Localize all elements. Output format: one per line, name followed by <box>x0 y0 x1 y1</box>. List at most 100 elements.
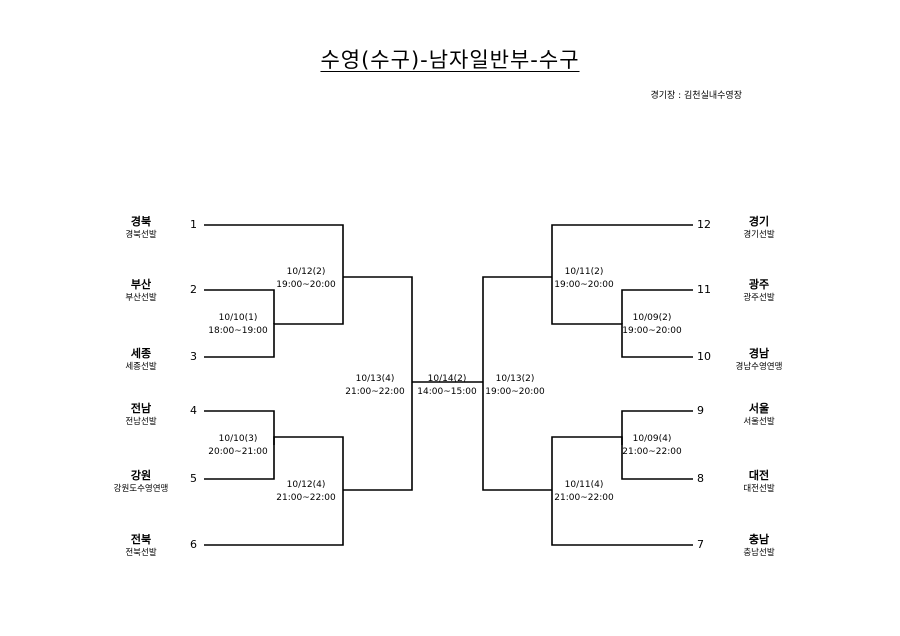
match-time: 21:00~22:00 <box>345 387 405 397</box>
bracket-line-seed5 <box>204 436 344 490</box>
team-right-12: 경기 경기선발 <box>714 215 804 241</box>
final-match-label: 10/14(2) 14:00~15:00 <box>402 373 492 399</box>
match-date: 10/13(2) <box>495 374 535 384</box>
team-right-7: 충남 충남선발 <box>714 533 804 559</box>
bracket-line-left-top-semi <box>343 276 413 382</box>
team-sub: 광주선발 <box>743 293 775 303</box>
seed-number: 1 <box>190 218 197 231</box>
seed-number: 4 <box>190 404 197 417</box>
match-time: 18:00~19:00 <box>208 326 268 336</box>
match-date: 10/13(4) <box>355 374 395 384</box>
team-name: 부산 <box>130 278 152 291</box>
bracket-line-right-top-semi <box>482 276 552 382</box>
match-label: 10/09(4) 21:00~22:00 <box>607 433 697 459</box>
match-time: 21:00~22:00 <box>554 493 614 503</box>
match-date: 10/10(1) <box>218 313 258 323</box>
team-name: 세종 <box>130 347 152 360</box>
team-left-2: 부산 부산선발 <box>96 278 186 304</box>
seed-number: 9 <box>697 404 704 417</box>
team-name: 경북 <box>130 215 152 228</box>
seed-number: 8 <box>697 472 704 485</box>
bracket-line-seed3 <box>204 277 344 358</box>
bracket-line-seed10 <box>551 277 693 358</box>
team-sub: 세종선발 <box>125 362 157 372</box>
page-title-text: 수영(수구)-남자일반부-수구 <box>320 48 580 72</box>
team-sub: 부산선발 <box>125 293 157 303</box>
bracket-line-seed11 <box>621 289 693 324</box>
team-right-9: 서울 서울선발 <box>714 402 804 428</box>
match-label: 10/13(2) 19:00~20:00 <box>470 373 560 399</box>
bracket-line-seed9 <box>621 410 693 445</box>
bracket-line-seed4 <box>204 410 275 445</box>
venue-label: 경기장 : 김천실내수영장 <box>650 91 742 101</box>
team-left-5: 강원 강원도수영연맹 <box>96 469 186 495</box>
team-sub: 경남수영연맹 <box>735 362 783 372</box>
bracket-line-seed1 <box>204 224 344 277</box>
bracket-line-right-bottom-semi <box>482 382 552 491</box>
match-label: 10/13(4) 21:00~22:00 <box>330 373 420 399</box>
match-time: 14:00~15:00 <box>417 387 477 397</box>
bracket-line-seed6 <box>204 490 344 546</box>
match-label: 10/10(3) 20:00~21:00 <box>193 433 283 459</box>
match-label: 10/12(4) 21:00~22:00 <box>261 479 351 505</box>
bracket-line-seed8 <box>551 436 693 490</box>
team-sub: 대전선발 <box>743 484 775 494</box>
match-date: 10/11(4) <box>564 480 604 490</box>
team-left-4: 전남 전남선발 <box>96 402 186 428</box>
match-time: 19:00~20:00 <box>554 280 614 290</box>
match-label: 10/11(4) 21:00~22:00 <box>539 479 629 505</box>
team-sub: 강원도수영연맹 <box>113 484 169 494</box>
match-date: 10/12(2) <box>286 267 326 277</box>
team-sub: 충남선발 <box>743 548 775 558</box>
seed-number: 3 <box>190 350 197 363</box>
team-left-1: 경북 경북선발 <box>96 215 186 241</box>
team-right-8: 대전 대전선발 <box>714 469 804 495</box>
bracket-line-seed2 <box>204 289 275 324</box>
match-label: 10/10(1) 18:00~19:00 <box>193 312 283 338</box>
team-right-11: 광주 광주선발 <box>714 278 804 304</box>
match-date: 10/11(2) <box>564 267 604 277</box>
match-time: 20:00~21:00 <box>208 447 268 457</box>
match-time: 21:00~22:00 <box>276 493 336 503</box>
match-time: 21:00~22:00 <box>622 447 682 457</box>
match-date: 10/12(4) <box>286 480 326 490</box>
match-date: 10/10(3) <box>218 434 258 444</box>
team-name: 강원 <box>130 469 152 482</box>
match-time: 19:00~20:00 <box>276 280 336 290</box>
match-date: 10/14(2) <box>427 374 467 384</box>
team-sub: 전북선발 <box>125 548 157 558</box>
match-label: 10/12(2) 19:00~20:00 <box>261 266 351 292</box>
match-label: 10/11(2) 19:00~20:00 <box>539 266 629 292</box>
team-sub: 전남선발 <box>125 417 157 427</box>
team-left-6: 전북 전북선발 <box>96 533 186 559</box>
seed-number: 7 <box>697 538 704 551</box>
team-name: 충남 <box>748 533 770 546</box>
seed-number: 11 <box>697 283 711 296</box>
team-name: 대전 <box>748 469 770 482</box>
seed-number: 2 <box>190 283 197 296</box>
seed-number: 6 <box>190 538 197 551</box>
match-time: 19:00~20:00 <box>622 326 682 336</box>
match-date: 10/09(2) <box>632 313 672 323</box>
bracket-line-seed7 <box>551 490 693 546</box>
page-title: 수영(수구)-남자일반부-수구 <box>0 44 900 74</box>
bracket-line-left-bottom-semi <box>343 382 413 491</box>
team-sub: 경기선발 <box>743 230 775 240</box>
team-name: 경기 <box>748 215 770 228</box>
team-name: 전북 <box>130 533 152 546</box>
match-time: 19:00~20:00 <box>485 387 545 397</box>
bracket-line-seed12 <box>551 224 693 277</box>
team-sub: 경북선발 <box>125 230 157 240</box>
team-sub: 서울선발 <box>743 417 775 427</box>
seed-number: 12 <box>697 218 711 231</box>
team-name: 경남 <box>748 347 770 360</box>
team-name: 광주 <box>748 278 770 291</box>
team-right-10: 경남 경남수영연맹 <box>714 347 804 373</box>
seed-number: 5 <box>190 472 197 485</box>
team-name: 서울 <box>748 402 770 415</box>
seed-number: 10 <box>697 350 711 363</box>
team-left-3: 세종 세종선발 <box>96 347 186 373</box>
match-date: 10/09(4) <box>632 434 672 444</box>
team-name: 전남 <box>130 402 152 415</box>
